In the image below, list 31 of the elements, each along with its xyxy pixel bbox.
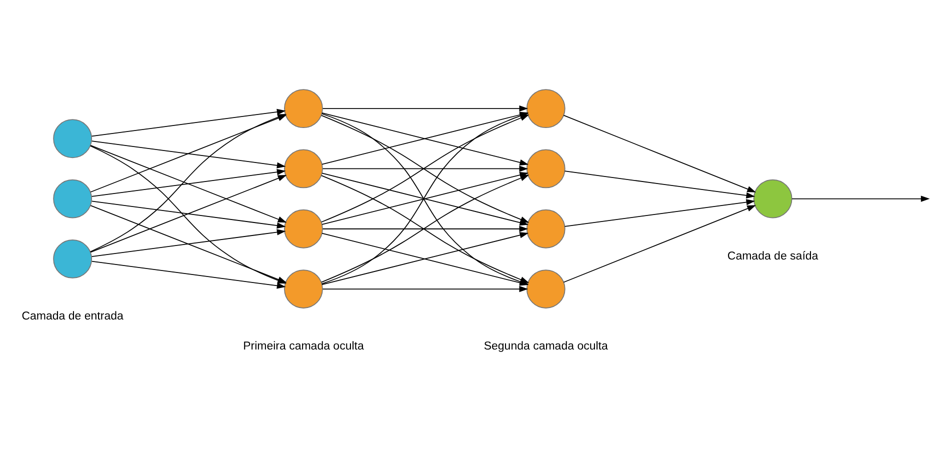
arrow (564, 199, 756, 227)
arrow (91, 229, 286, 257)
arrow (322, 226, 528, 232)
arrow (322, 105, 528, 112)
node-circle (284, 270, 323, 308)
node-circle (284, 149, 323, 188)
label: Camada de entrada (22, 310, 124, 322)
node-circle (53, 119, 92, 158)
arrow (792, 196, 930, 202)
arrow (90, 174, 287, 253)
arrow (563, 205, 756, 283)
arrow (90, 144, 287, 223)
arrow (91, 169, 286, 197)
label: Primeira camada oculta (243, 340, 364, 353)
arrow (563, 114, 756, 192)
arrow (564, 170, 756, 198)
label: Segunda camada oculta (484, 340, 608, 353)
label: Camada de saída (727, 250, 818, 262)
node-circle (526, 149, 566, 188)
arrow (91, 140, 286, 168)
node-circle (284, 89, 323, 128)
node-circle (526, 270, 566, 308)
node-circle (526, 89, 566, 128)
node-circle (753, 179, 792, 218)
node-circle (53, 240, 92, 278)
node-circle (526, 209, 566, 248)
arrow (322, 166, 528, 172)
node-circle (53, 179, 92, 218)
node-circle (284, 209, 323, 248)
arrow (91, 200, 286, 229)
arrow (322, 286, 528, 292)
